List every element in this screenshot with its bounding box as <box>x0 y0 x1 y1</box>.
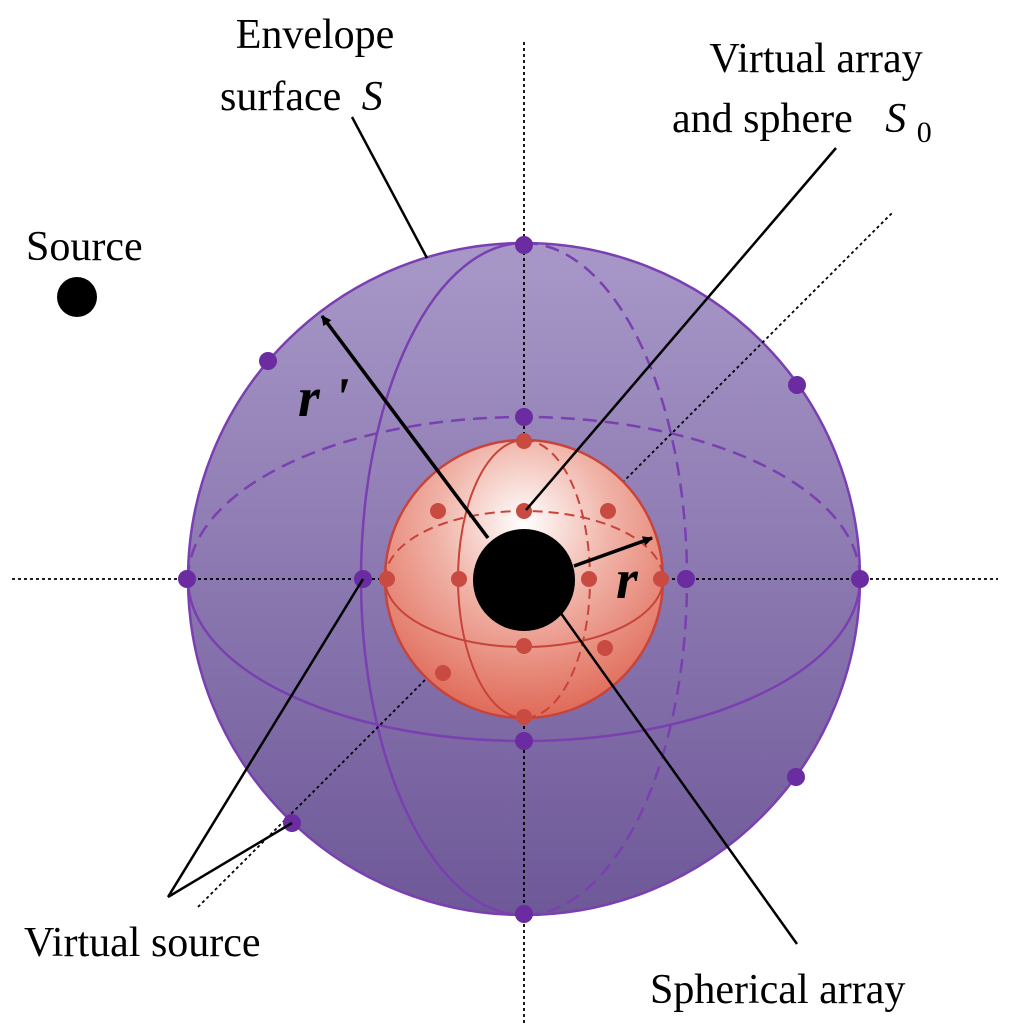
spherical-array-leader <box>558 611 799 945</box>
virtual-point <box>600 503 616 519</box>
virtual-point <box>516 709 532 725</box>
inner-radius-label: r <box>616 549 639 611</box>
envelope-point <box>515 408 533 426</box>
envelope-label-line1: Envelope <box>236 12 395 58</box>
envelope-point <box>788 376 806 394</box>
virtual-array-label-subscript: 0 <box>917 116 932 149</box>
envelope-label-word: surface <box>220 74 341 120</box>
virtual-point <box>597 640 613 656</box>
virtual-point <box>653 571 669 587</box>
outer-radius-arrow <box>320 314 490 540</box>
virtual-source-leader-a <box>166 578 365 898</box>
virtual-array-label-word: and sphere <box>672 96 853 142</box>
envelope-points <box>178 236 869 923</box>
envelope-point <box>178 570 196 588</box>
envelope-point <box>851 570 869 588</box>
envelope-point <box>787 768 805 786</box>
spherical-array <box>473 529 575 631</box>
virtual-point <box>430 503 446 519</box>
virtual-point <box>451 571 467 587</box>
virtual-array-label-line1: Virtual array <box>709 36 922 82</box>
envelope-point <box>515 236 533 254</box>
envelope-point <box>677 570 695 588</box>
virtual-point <box>581 571 597 587</box>
virtual-point <box>516 638 532 654</box>
envelope-point <box>259 352 277 370</box>
virtual-source-label: Virtual source <box>24 920 261 966</box>
virtual-array-label-line2: and sphere S 0 <box>672 96 932 149</box>
virtual-point <box>435 665 451 681</box>
envelope-label-symbol: S <box>362 74 383 120</box>
virtual-array-label-symbol: S <box>885 96 906 142</box>
virtual-point <box>379 571 395 587</box>
outer-radius-label: r ' <box>298 367 349 429</box>
envelope-point <box>515 732 533 750</box>
source-marker <box>57 277 97 317</box>
virtual-array-leader <box>525 147 837 511</box>
envelope-point <box>515 905 533 923</box>
virtual-source-leader-b <box>167 821 293 899</box>
spherical-array-label: Spherical array <box>650 967 905 1013</box>
inner-radius-arrow <box>573 536 653 568</box>
envelope-leader <box>350 116 429 259</box>
virtual-point <box>516 433 532 449</box>
diagonal-axis <box>197 212 893 908</box>
envelope-label-line2: surface S <box>220 74 383 120</box>
leader-lines <box>166 116 837 945</box>
source-label: Source <box>26 224 143 270</box>
